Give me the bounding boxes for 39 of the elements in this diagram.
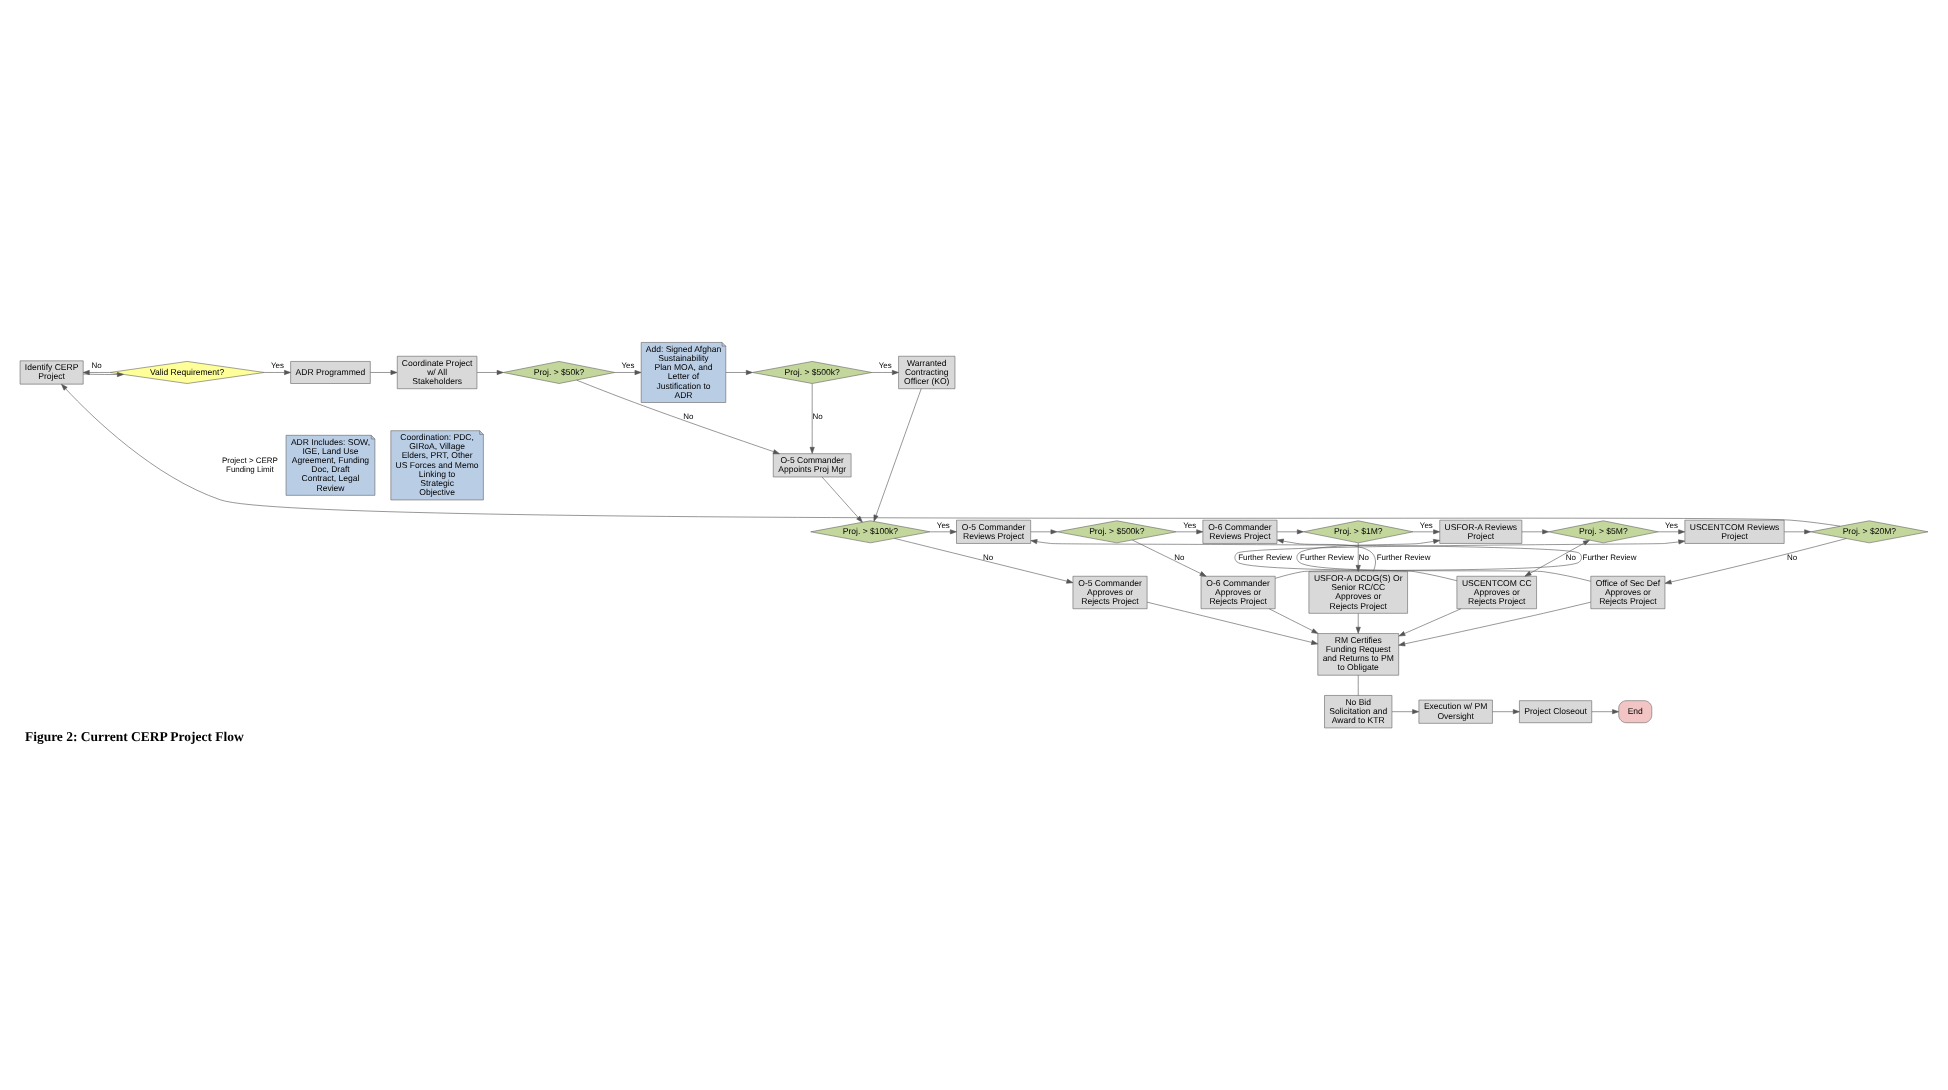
- arrow: [614, 370, 642, 375]
- arrow: [1355, 613, 1361, 634]
- arrow: [1591, 709, 1619, 715]
- arrow: [576, 379, 780, 454]
- arrow: [1391, 709, 1419, 715]
- arrow: [1398, 608, 1462, 637]
- arrow: [1664, 538, 1847, 585]
- arrow: [1030, 539, 1582, 579]
- arrow: [1276, 529, 1304, 535]
- arrow: [370, 370, 398, 375]
- arrow: [1398, 601, 1591, 647]
- arrow: [82, 370, 111, 375]
- arrow: [1657, 529, 1686, 535]
- arrow: [871, 370, 899, 375]
- arrow: [476, 370, 504, 375]
- arrow: [1234, 539, 1686, 582]
- arrow: [263, 370, 291, 375]
- arrow: [821, 476, 863, 523]
- arrow: [894, 538, 1074, 584]
- arrow: [1268, 608, 1319, 634]
- arrow: [1492, 709, 1520, 715]
- arrow: [929, 529, 957, 535]
- arrow: [873, 388, 922, 522]
- connector: [1357, 674, 1359, 696]
- arrow: [1296, 538, 1458, 582]
- arrow: [1132, 539, 1207, 577]
- arrow: [1784, 529, 1811, 535]
- arrow: [725, 370, 753, 375]
- arrow: [1030, 529, 1058, 535]
- arrow: [1176, 529, 1204, 535]
- arrow: [1277, 538, 1376, 572]
- arrow: [61, 383, 1841, 527]
- arrow: [809, 383, 815, 454]
- arrow: [82, 372, 124, 377]
- arrow: [1524, 539, 1590, 577]
- arrow: [1355, 542, 1361, 572]
- arrow: [1412, 529, 1440, 535]
- arrow: [1521, 529, 1549, 535]
- arrow: [1146, 601, 1319, 645]
